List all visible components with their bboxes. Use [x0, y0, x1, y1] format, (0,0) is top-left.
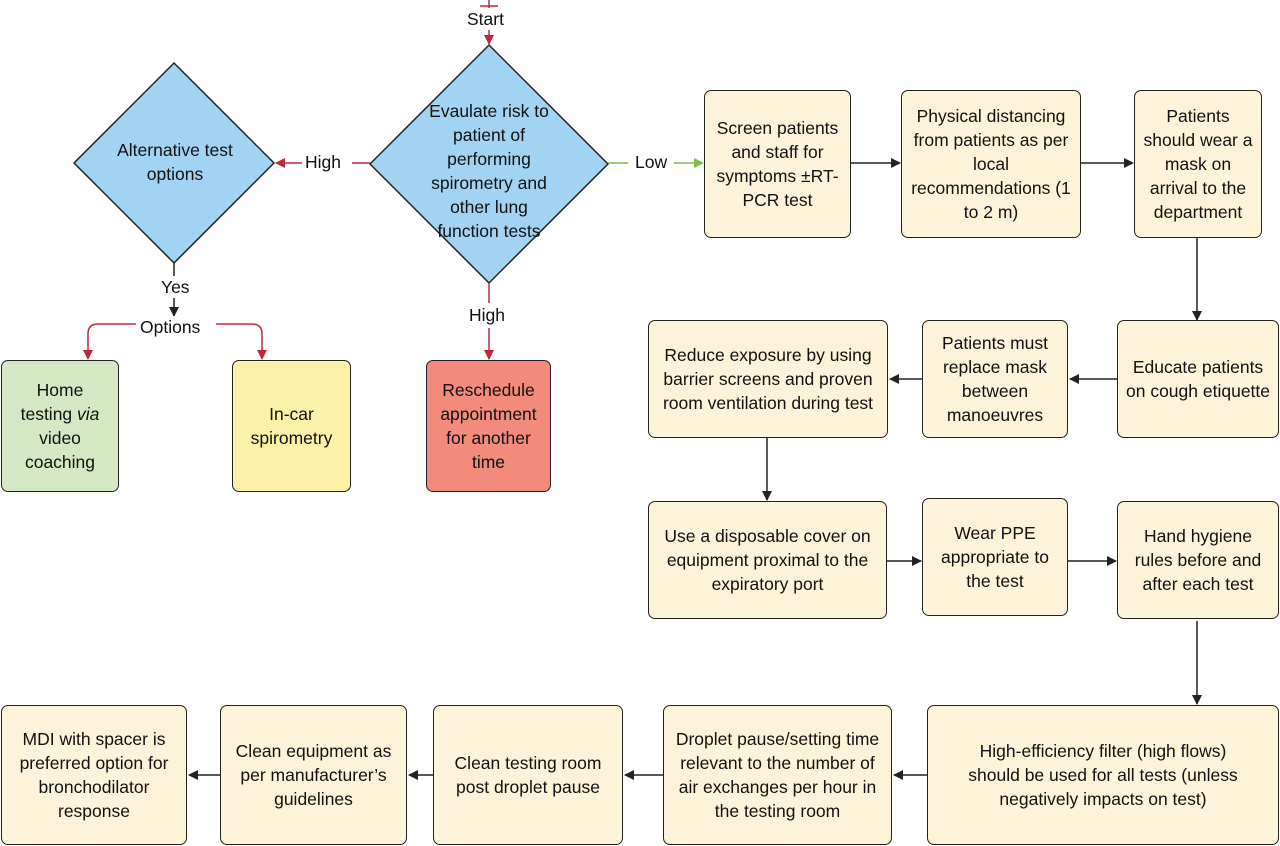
mask-on-arrival-box: Patients should wear a mask on arrival t…	[1134, 90, 1262, 238]
yes-label: Yes	[158, 276, 193, 298]
disposable-cover-box: Use a disposable cover on equipment prox…	[648, 501, 887, 619]
options-left-arrow	[83, 323, 136, 360]
alternative-text: Alternative test options	[117, 140, 233, 184]
screen-patients-box: Screen patients and staff for symptoms ±…	[704, 90, 851, 238]
educate-patients-box: Educate patients on cough etiquette	[1117, 320, 1279, 438]
clean-testing-room-box: Clean testing room post droplet pause	[433, 705, 623, 845]
options-label: Options	[137, 316, 204, 338]
reduce-exposure-box: Reduce exposure by using barrier screens…	[648, 320, 888, 438]
low-label: Low	[632, 151, 671, 173]
mdi-spacer-box: MDI with spacer is preferred option for …	[1, 705, 187, 845]
home-testing-text: Home testing via video coaching	[20, 380, 100, 472]
start-label: Start	[464, 8, 507, 30]
home-testing-box: Home testing via video coaching	[1, 360, 119, 492]
high-down-label: High	[466, 304, 508, 326]
clean-equipment-box: Clean equipment as per manufacturer’s gu…	[220, 705, 407, 845]
options-right-arrow	[216, 323, 267, 360]
evaluate-text: Evaulate risk to patient of performing s…	[429, 101, 549, 241]
reschedule-box: Reschedule appointment for another time	[426, 360, 551, 492]
physical-distancing-box: Physical distancing from patients as per…	[901, 90, 1081, 238]
replace-mask-box: Patients must replace mask between manoe…	[922, 320, 1068, 438]
high-left-label: High	[302, 151, 344, 173]
wear-ppe-box: Wear PPE appropriate to the test	[922, 498, 1068, 616]
in-car-spirometry-box: In-car spirometry	[232, 360, 351, 492]
droplet-pause-box: Droplet pause/setting time relevant to t…	[663, 705, 892, 845]
hand-hygiene-box: Hand hygiene rules before and after each…	[1117, 501, 1279, 619]
high-efficiency-filter-box: High-efficiency filter (high flows) shou…	[927, 705, 1279, 845]
